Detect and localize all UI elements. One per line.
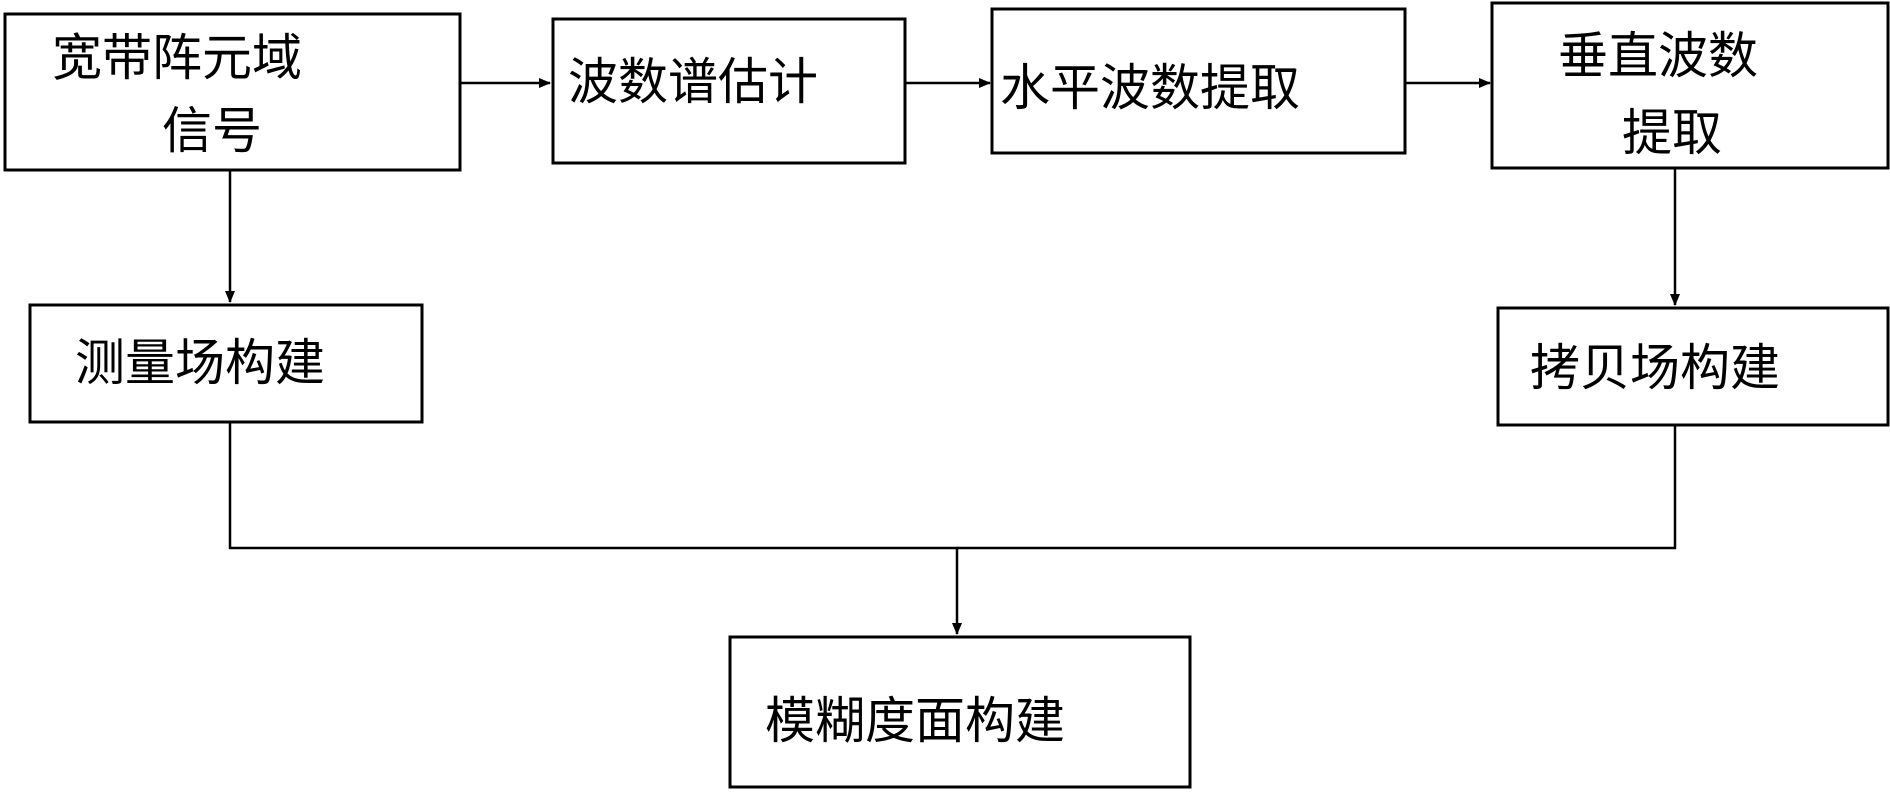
node-vertical: 垂直波数 提取 (1490, 1, 1890, 170)
node-spectrum-line-1: 波数谱估计 (568, 53, 818, 111)
node-copy-line-1: 拷贝场构建 (1530, 339, 1780, 397)
node-horizontal-line-1: 水平波数提取 (1000, 59, 1300, 117)
edge-measure-to-ambiguity (228, 422, 962, 635)
node-spectrum: 波数谱估计 (551, 17, 907, 165)
node-measure: 测量场构建 (28, 303, 424, 424)
node-measure-line-1: 测量场构建 (75, 334, 325, 392)
node-signal-line-1: 宽带阵元域 (52, 29, 302, 87)
node-signal: 宽带阵元域 信号 (3, 12, 462, 172)
node-ambiguity-line-1: 模糊度面构建 (765, 692, 1065, 750)
edge-copy-to-ambiguity (957, 425, 1677, 550)
node-vertical-line-2: 提取 (1622, 104, 1722, 162)
node-horizontal: 水平波数提取 (990, 7, 1407, 155)
node-signal-line-2: 信号 (162, 102, 262, 160)
node-vertical-line-1: 垂直波数 (1558, 27, 1758, 85)
edges (225, 78, 1680, 635)
node-ambiguity: 模糊度面构建 (728, 635, 1192, 789)
node-copy: 拷贝场构建 (1496, 306, 1890, 427)
